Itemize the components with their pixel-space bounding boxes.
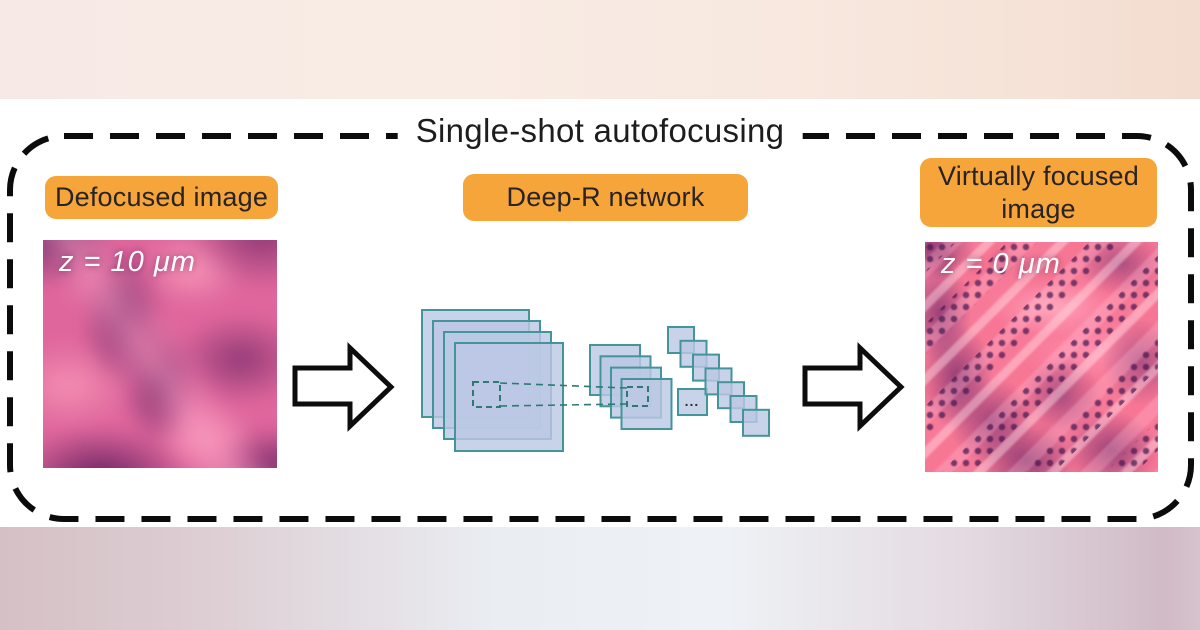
flow-arrow-icon: [802, 342, 905, 432]
conv-layer-stack-middle: [589, 344, 673, 430]
conv-layer-stack-input: [421, 309, 564, 452]
virtually-focused-histology-image: z = 0 μm: [925, 242, 1158, 472]
defocus-depth-label: z = 10 μm: [59, 246, 196, 278]
histology-nuclei-dots: [925, 242, 1158, 472]
receptive-field-box-middle: [626, 386, 649, 407]
defocused-image-label: Defocused image: [45, 176, 278, 219]
focus-depth-label: z = 0 μm: [941, 248, 1061, 280]
flow-arrow-icon: [292, 342, 395, 432]
ellipsis-layer-box: ...: [677, 388, 708, 416]
receptive-field-connectors: [472, 381, 649, 408]
deep-r-network-diagram: ...: [421, 309, 770, 452]
histology-blur-texture: [43, 240, 277, 468]
deep-r-network-label: Deep-R network: [463, 174, 748, 221]
defocused-histology-image: z = 10 μm: [43, 240, 277, 468]
virtually-focused-image-label: Virtually focused image: [920, 158, 1157, 227]
ellipsis-text: ...: [685, 393, 700, 409]
feature-map-cascade: [667, 326, 770, 437]
background-bottom-band: [0, 527, 1200, 630]
background-top-band: [0, 0, 1200, 100]
figure-title: Single-shot autofocusing: [397, 107, 803, 154]
receptive-field-box-input: [472, 381, 501, 408]
